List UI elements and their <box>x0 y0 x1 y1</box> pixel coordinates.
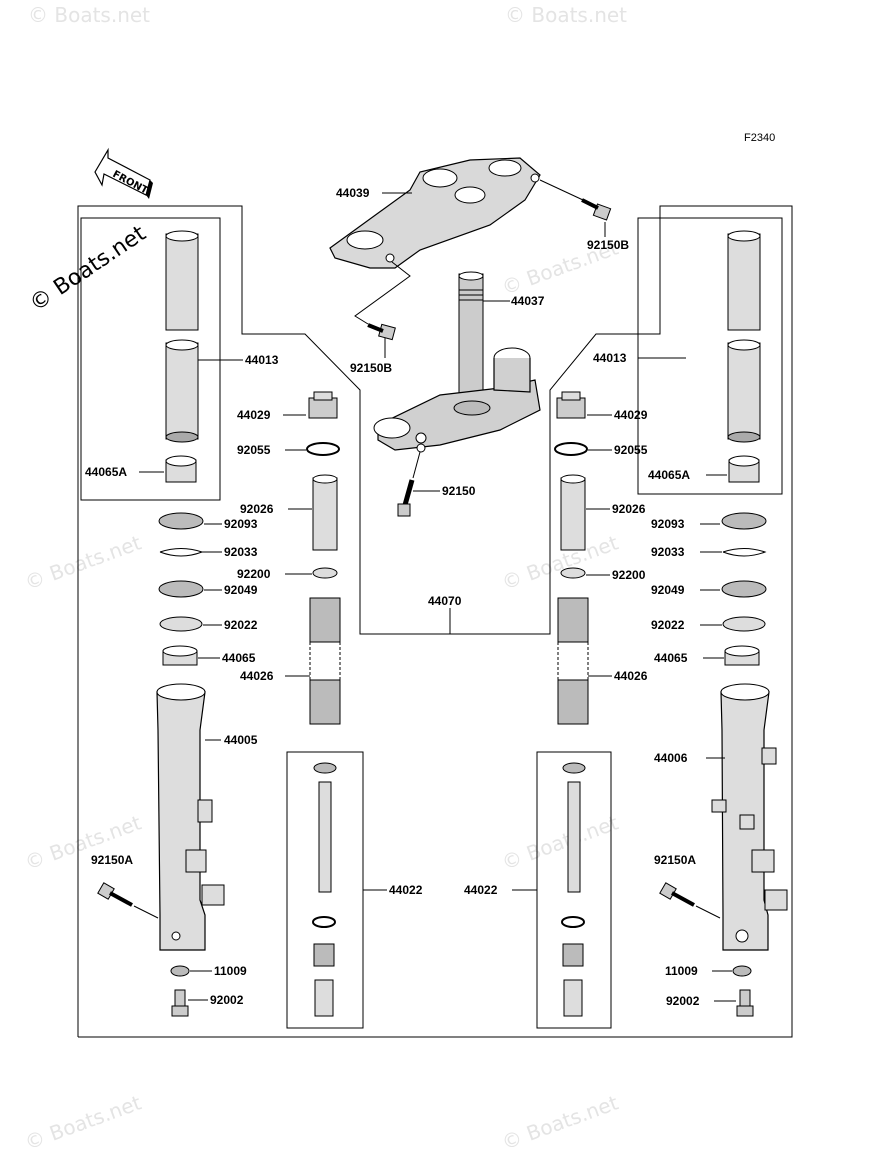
washer-seal-left <box>159 616 203 632</box>
dust-seal-right <box>721 512 767 530</box>
guide-bushing-right <box>724 645 760 666</box>
bolt-icon <box>397 479 415 517</box>
label-44013: 44013 <box>593 351 627 365</box>
right-tube-box <box>637 217 783 495</box>
outer-tube-left <box>156 683 225 951</box>
label-92049: 92049 <box>224 583 258 597</box>
watermark-text: © Boats.net <box>22 530 145 594</box>
oil-seal-right <box>721 580 767 598</box>
washer-seal-right <box>722 616 766 632</box>
oil-seal-left <box>158 580 204 598</box>
label-44026: 44026 <box>614 669 648 683</box>
label-11009: 11009 <box>665 964 698 978</box>
fork-cap-right <box>556 391 586 419</box>
label-92150b: 92150B <box>350 361 392 375</box>
damper-rod-right <box>561 762 586 1017</box>
fork-tube-right <box>727 230 761 443</box>
label-92026: 92026 <box>612 502 646 516</box>
fork-cap-left <box>308 391 338 419</box>
spacer-tube-left <box>312 474 338 551</box>
label-92150a: 92150A <box>654 853 696 867</box>
watermark-text: © Boats.net <box>28 3 150 27</box>
label-11009: 11009 <box>214 964 247 978</box>
watermark-text: © Boats.net <box>505 3 627 27</box>
watermark-text: © Boats.net <box>499 1090 622 1154</box>
label-92150a: 92150A <box>91 853 133 867</box>
label-92200: 92200 <box>237 567 271 581</box>
bolt-icon <box>97 882 133 907</box>
bolt-icon <box>736 989 754 1017</box>
washer-right <box>560 567 586 579</box>
label-92055: 92055 <box>614 443 648 457</box>
bolt-icon <box>171 989 189 1017</box>
label-44065: 44065 <box>222 651 256 665</box>
bolt-icon <box>367 323 396 341</box>
fork-spring-right <box>557 597 589 725</box>
label-44065a: 44065A <box>85 465 127 479</box>
label-92093: 92093 <box>224 517 258 531</box>
assembly-boundary <box>77 205 793 1038</box>
label-44037: 44037 <box>511 294 545 308</box>
part-labels: 44039 92150B 44037 92150B 44013 44013 44… <box>85 186 700 1008</box>
dust-seal-left <box>158 512 204 530</box>
label-92150: 92150 <box>442 484 476 498</box>
label-92150b: 92150B <box>587 238 629 252</box>
left-tube-box <box>80 217 221 501</box>
damper-rod-left <box>312 762 337 1017</box>
label-92022: 92022 <box>224 618 258 632</box>
bushing-right <box>728 455 760 483</box>
bushing-left <box>165 455 197 483</box>
label-44022: 44022 <box>464 883 498 897</box>
label-92200: 92200 <box>612 568 646 582</box>
guide-bushing-left <box>162 645 198 666</box>
snap-ring-right <box>722 548 767 557</box>
label-44065: 44065 <box>654 651 688 665</box>
o-ring-left <box>306 442 340 456</box>
label-92002: 92002 <box>666 994 700 1008</box>
label-92033: 92033 <box>651 545 685 559</box>
main-watermark: © Boats.net <box>25 221 151 317</box>
label-92055: 92055 <box>237 443 271 457</box>
label-92022: 92022 <box>651 618 685 632</box>
label-44026: 44026 <box>240 669 274 683</box>
label-44065a: 44065A <box>648 468 690 482</box>
label-44013: 44013 <box>245 353 279 367</box>
figure-code: F2340 <box>744 132 775 144</box>
label-92026: 92026 <box>240 502 274 516</box>
spacer-tube-right <box>560 474 586 551</box>
washer-left <box>312 567 338 579</box>
label-44029: 44029 <box>237 408 271 422</box>
fork-spring-left <box>309 597 341 725</box>
label-92093: 92093 <box>651 517 685 531</box>
o-ring-right <box>554 442 588 456</box>
washer-11009-left <box>170 965 190 977</box>
label-44022: 44022 <box>389 883 423 897</box>
front-arrow-icon: FRONT <box>94 147 153 199</box>
watermark-text: © Boats.net <box>22 1090 145 1154</box>
leader-lines <box>139 192 736 1002</box>
label-44070: 44070 <box>428 594 462 608</box>
label-92033: 92033 <box>224 545 258 559</box>
watermark-text: © Boats.net <box>499 810 622 874</box>
outer-tube-right <box>711 683 788 951</box>
label-44005: 44005 <box>224 733 258 747</box>
label-44039: 44039 <box>336 186 370 200</box>
washer-11009-right <box>732 965 752 977</box>
label-44006: 44006 <box>654 751 688 765</box>
fork-tube-left <box>165 230 199 443</box>
watermark-text: © Boats.net <box>499 530 622 594</box>
label-44029: 44029 <box>614 408 648 422</box>
label-92002: 92002 <box>210 993 244 1007</box>
steering-stem <box>373 271 541 453</box>
bolt-icon <box>659 882 695 907</box>
label-92049: 92049 <box>651 583 685 597</box>
bolt-icon <box>581 198 612 221</box>
snap-ring-left <box>159 548 204 557</box>
upper-triple-clamp <box>329 157 541 269</box>
